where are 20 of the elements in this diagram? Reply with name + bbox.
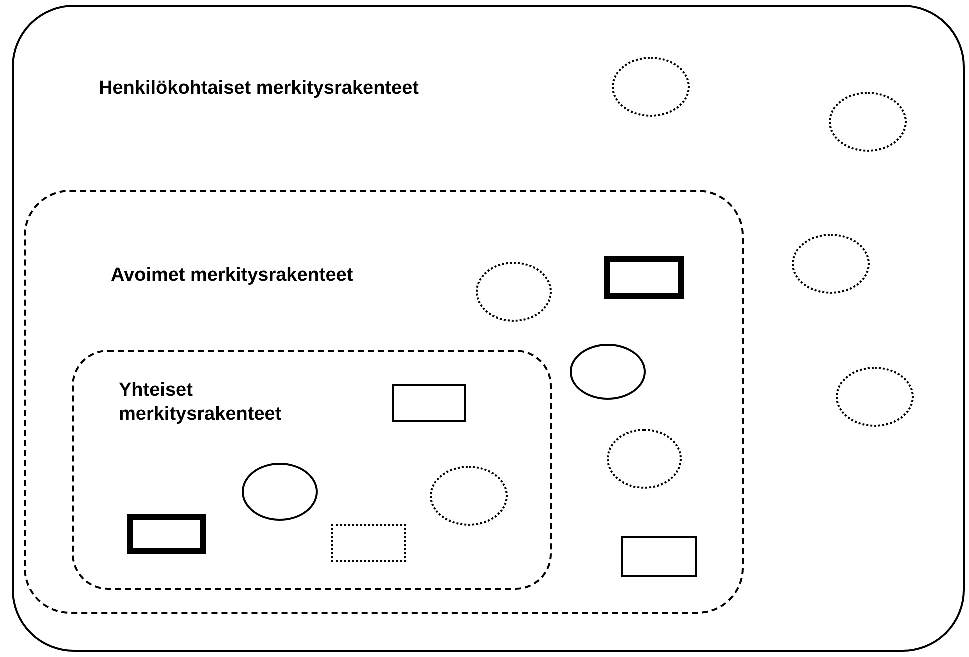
rectangle	[392, 384, 466, 422]
dotted-ellipse	[829, 92, 907, 152]
dotted-ellipse	[792, 234, 870, 294]
dotted-rectangle	[331, 524, 406, 562]
ellipse	[570, 344, 646, 400]
region-title: Henkilökohtaiset merkitysrakenteet	[99, 77, 420, 101]
dashed-region	[72, 350, 552, 590]
dotted-ellipse	[476, 262, 552, 322]
thick-rectangle	[127, 514, 206, 554]
dotted-ellipse	[430, 466, 508, 526]
thick-rectangle	[604, 256, 684, 299]
dashed-region	[24, 190, 744, 614]
ellipse	[242, 463, 318, 521]
region-title: Avoimet merkitysrakenteet	[111, 264, 354, 288]
dotted-ellipse	[836, 367, 914, 427]
rounded-region	[12, 5, 965, 652]
rectangle	[621, 536, 697, 577]
region-title: Yhteiset merkitysrakenteet	[119, 379, 283, 427]
dotted-ellipse	[612, 57, 690, 117]
dotted-ellipse	[607, 429, 682, 489]
